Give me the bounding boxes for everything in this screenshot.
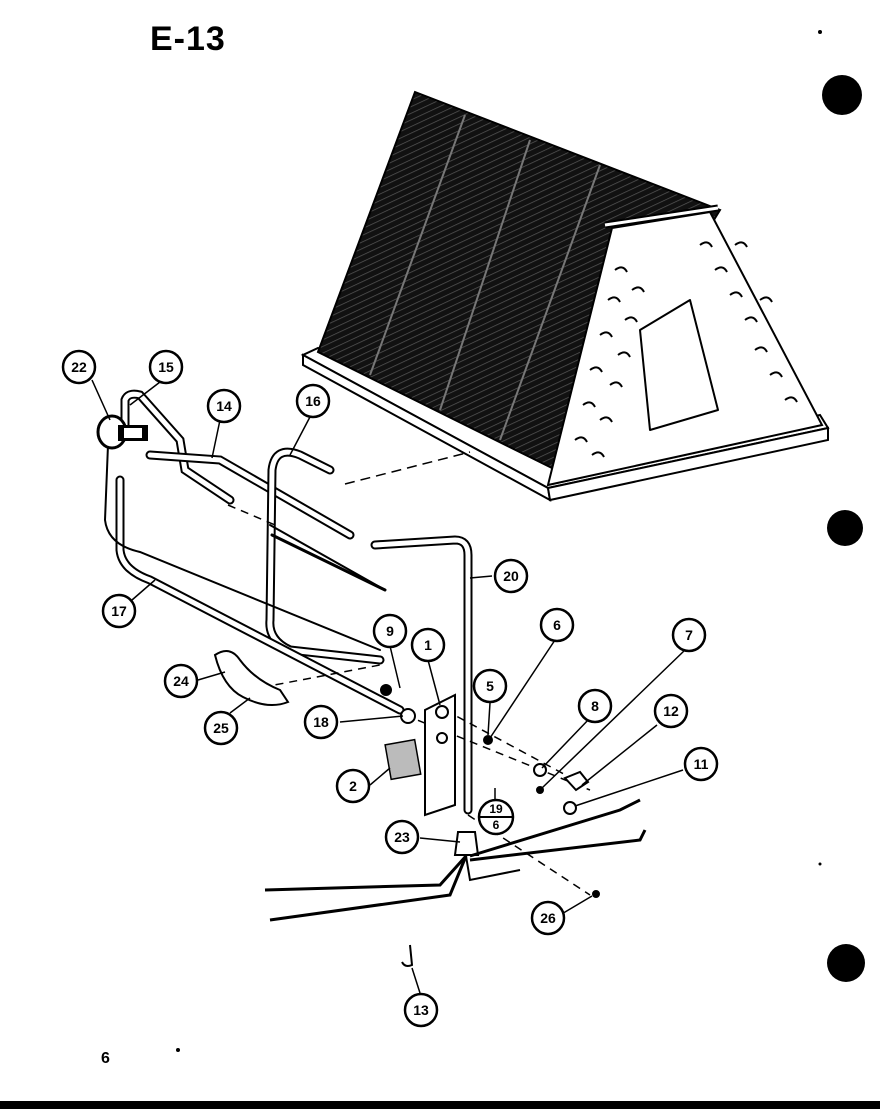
svg-text:7: 7 xyxy=(685,627,693,643)
svg-text:26: 26 xyxy=(540,910,556,926)
svg-text:8: 8 xyxy=(591,698,599,714)
svg-text:24: 24 xyxy=(173,673,189,689)
callout-17: 17 xyxy=(101,593,137,629)
svg-text:15: 15 xyxy=(158,359,174,375)
hook-part xyxy=(401,944,414,967)
svg-text:16: 16 xyxy=(305,393,321,409)
callout-16: 16 xyxy=(295,383,331,419)
svg-text:17: 17 xyxy=(111,603,127,619)
refrigerant-tubing xyxy=(103,389,473,815)
binder-hole-bottom xyxy=(827,944,865,982)
callout-12: 12 xyxy=(653,693,689,729)
fittings xyxy=(380,684,600,898)
diagram-title: E-13 xyxy=(150,20,226,58)
svg-text:19: 19 xyxy=(489,802,503,816)
callout-1: 1 xyxy=(410,627,446,663)
svg-text:25: 25 xyxy=(213,720,229,736)
svg-text:22: 22 xyxy=(71,359,87,375)
svg-text:2: 2 xyxy=(349,778,357,794)
callout-19-6: 19 6 xyxy=(477,798,515,836)
callout-2: 2 xyxy=(335,768,371,804)
callout-15: 15 xyxy=(148,349,184,385)
page-number: 6 xyxy=(101,1050,110,1067)
svg-text:18: 18 xyxy=(313,714,329,730)
scan-edge-bar xyxy=(0,1101,880,1109)
label-card xyxy=(384,738,422,781)
coil-slab-front xyxy=(316,90,722,474)
callout-11: 11 xyxy=(683,746,719,782)
expansion-valve xyxy=(96,414,148,450)
distributor-assembly xyxy=(264,798,647,922)
svg-text:13: 13 xyxy=(413,1002,429,1018)
binder-hole-middle xyxy=(827,510,863,546)
svg-text:6: 6 xyxy=(493,818,500,832)
callout-20: 20 xyxy=(493,558,529,594)
callout-22: 22 xyxy=(61,349,97,385)
svg-text:6: 6 xyxy=(553,617,561,633)
mounting-bracket xyxy=(424,693,456,817)
callout-9: 9 xyxy=(372,613,408,649)
callout-26: 26 xyxy=(530,900,566,936)
callout-5: 5 xyxy=(472,668,508,704)
callout-14: 14 xyxy=(206,388,242,424)
callout-18: 18 xyxy=(303,704,339,740)
callout-6: 6 xyxy=(539,607,575,643)
binder-hole-top xyxy=(822,75,862,115)
callout-25: 25 xyxy=(203,710,239,746)
callout-7: 7 xyxy=(671,617,707,653)
svg-text:14: 14 xyxy=(216,398,232,414)
callout-23: 23 xyxy=(384,819,420,855)
callout-24: 24 xyxy=(163,663,199,699)
svg-text:20: 20 xyxy=(503,568,519,584)
insulation-wrap xyxy=(213,650,290,707)
callout-13: 13 xyxy=(403,992,439,1028)
svg-text:23: 23 xyxy=(394,829,410,845)
svg-text:11: 11 xyxy=(694,756,709,772)
a-coil-assembly xyxy=(300,90,830,502)
svg-text:5: 5 xyxy=(486,678,494,694)
svg-text:1: 1 xyxy=(424,637,432,653)
svg-text:9: 9 xyxy=(386,623,394,639)
svg-text:12: 12 xyxy=(663,703,679,719)
callout-8: 8 xyxy=(577,688,613,724)
callout-balloons: 22 15 14 16 20 17 9 1 6 7 5 24 8 12 18 2… xyxy=(61,349,719,1028)
